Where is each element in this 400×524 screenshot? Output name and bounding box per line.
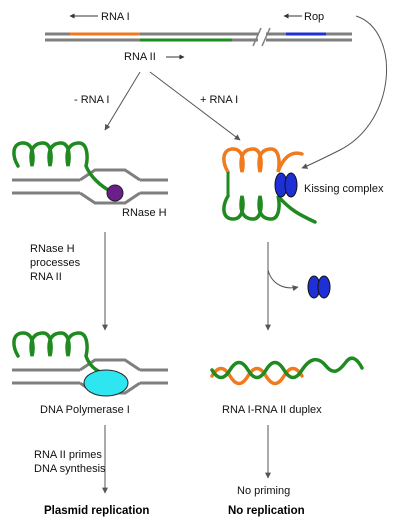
minus-rna1-label: - RNA I xyxy=(74,94,109,106)
primes-line1: RNA II primes xyxy=(34,449,102,461)
minus-rna1-arrow xyxy=(104,71,141,131)
dna-polymerase-enzyme xyxy=(83,369,129,397)
plasmid-dna-top xyxy=(45,27,352,47)
duplex-label: RNA I-RNA II duplex xyxy=(222,404,322,416)
rna2-label: RNA II xyxy=(124,51,156,63)
rnase-processes-line1: RNase H xyxy=(30,243,75,255)
rna1-top-label: RNA I xyxy=(101,11,130,23)
rnase-processes-line3: RNA II xyxy=(30,271,62,283)
rnase-h-label: RNase H xyxy=(122,207,167,219)
polymerase-label: DNA Polymerase I xyxy=(40,404,130,416)
rna-duplex xyxy=(210,356,364,386)
primes-line2: DNA synthesis xyxy=(34,463,106,475)
released-rop-right xyxy=(317,275,331,299)
rop-label: Rop xyxy=(304,11,324,23)
plasmid-replication-label: Plasmid replication xyxy=(44,505,149,517)
rop-to-kissing-arrow xyxy=(301,15,388,169)
no-priming-label: No priming xyxy=(237,485,290,497)
rnase-h-complex xyxy=(12,141,168,205)
kissing-complex xyxy=(222,147,317,224)
no-replication-label: No replication xyxy=(228,505,305,517)
polymerase-complex xyxy=(12,331,168,395)
rop-dimer-right xyxy=(284,172,298,198)
rnase-processes-line2: processes xyxy=(30,257,81,269)
rnase-h-enzyme xyxy=(106,184,124,202)
plus-rna1-label: + RNA I xyxy=(200,94,238,106)
kissing-complex-label: Kissing complex xyxy=(304,183,384,195)
rop-release-arrow xyxy=(267,269,299,292)
plus-rna1-arrow xyxy=(149,71,241,141)
